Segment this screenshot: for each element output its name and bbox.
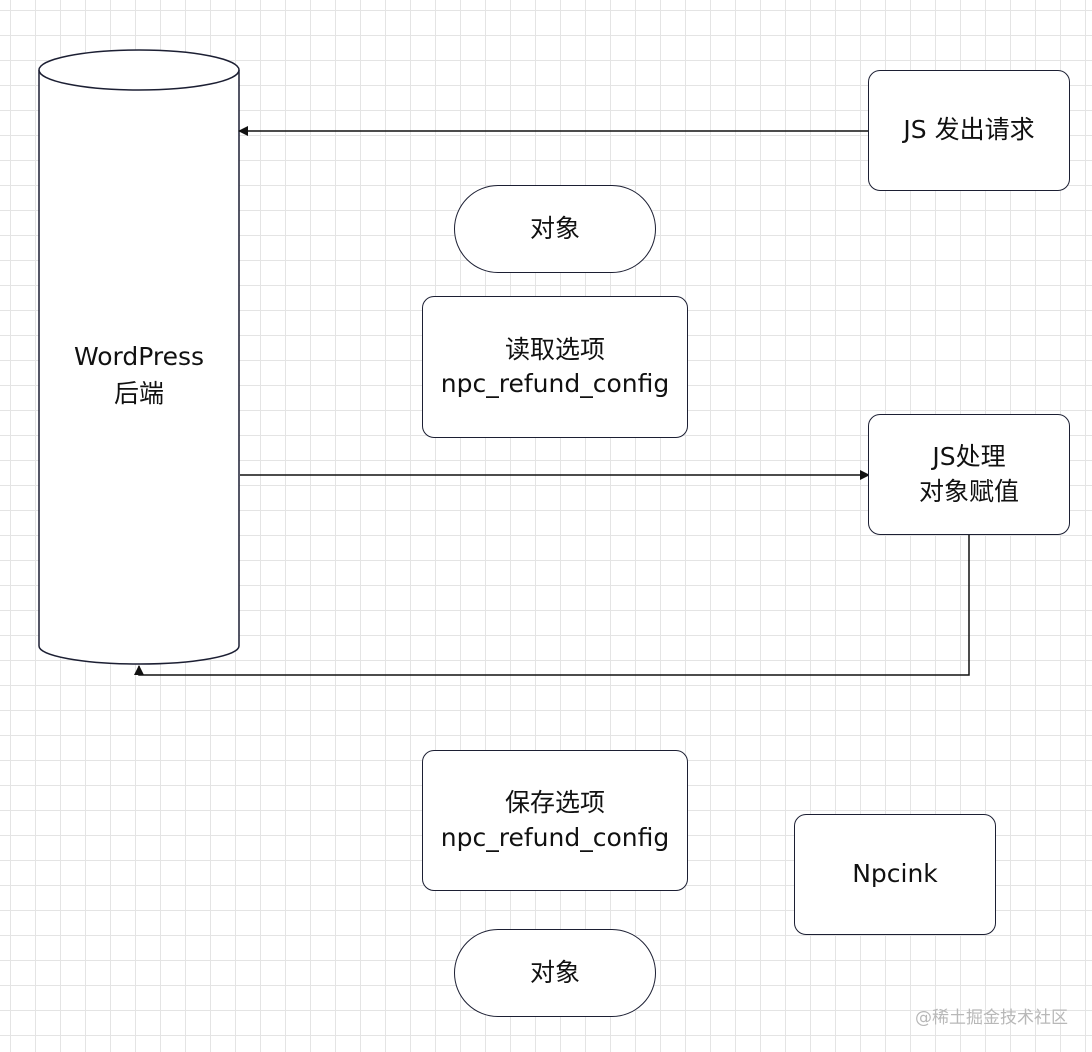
read-option-node[interactable]: 读取选项 npc_refund_config [422, 296, 688, 438]
npcink-label: Npcink [852, 859, 938, 889]
arrow-process-to-backend [134, 535, 970, 676]
read-option-label: 读取选项 npc_refund_config [440, 334, 670, 399]
cylinder-top [38, 49, 240, 91]
js-request-node[interactable]: JS 发出请求 [868, 70, 1070, 191]
js-request-label: JS 发出请求 [903, 115, 1035, 145]
js-process-node[interactable]: JS处理 对象赋值 [868, 414, 1070, 535]
object-bottom-label: 对象 [529, 957, 580, 987]
js-process-label: JS处理 对象赋值 [918, 442, 1019, 506]
backend-label: WordPress 后端 [73, 341, 205, 409]
save-option-node[interactable]: 保存选项 npc_refund_config [422, 750, 688, 891]
npcink-node[interactable]: Npcink [794, 814, 996, 935]
database-cylinder[interactable] [38, 49, 240, 665]
watermark: @稀土掘金技术社区 [915, 1008, 1068, 1028]
save-option-label: 保存选项 npc_refund_config [440, 788, 670, 852]
object-top-label: 对象 [529, 213, 580, 243]
cylinder-body [38, 70, 240, 665]
object-node-top[interactable]: 对象 [454, 185, 656, 273]
object-node-bottom[interactable]: 对象 [454, 929, 656, 1017]
